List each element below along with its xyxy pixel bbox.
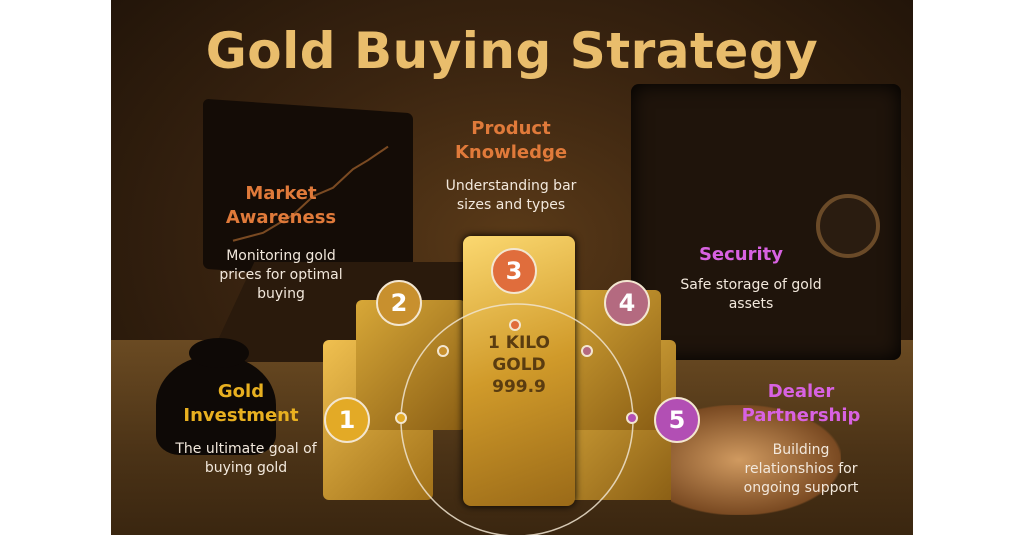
gold-bar-label: GOLD (492, 355, 546, 375)
money-bag-top (189, 338, 249, 368)
step-4-heading: Security (698, 244, 784, 265)
step-1-badge: 1 (324, 397, 370, 443)
infographic-canvas: 1 KILO GOLD 999.9 Gold Buying Strategy 1… (111, 0, 913, 535)
step-5-badge: 5 (654, 397, 700, 443)
safe-dial-icon (816, 194, 880, 258)
safe-illustration (631, 84, 901, 360)
step-2-badge: 2 (376, 280, 422, 326)
step-5-dot (626, 412, 638, 424)
gold-bar-weight: 1 KILO (488, 333, 550, 353)
step-4-dot (581, 345, 593, 357)
page-title: Gold Buying Strategy (205, 22, 819, 80)
gold-bar-purity: 999.9 (492, 377, 546, 397)
step-4-badge: 4 (604, 280, 650, 326)
money-bag-illustration (156, 355, 276, 455)
step-3-badge: 3 (491, 248, 537, 294)
step-1-dot (395, 412, 407, 424)
step-2-dot (437, 345, 449, 357)
price-chart-icon (232, 145, 389, 242)
step-3-dot (509, 319, 521, 331)
laptop-illustration (203, 98, 413, 284)
